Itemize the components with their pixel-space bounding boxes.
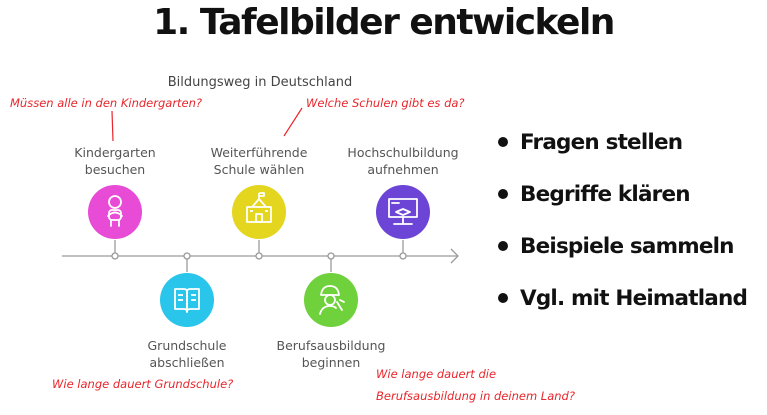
step-circle-berufsausbildung bbox=[304, 273, 358, 327]
page-title: 1. Tafelbilder entwickeln bbox=[153, 2, 615, 43]
timeline-node bbox=[183, 252, 191, 260]
bullet-dot bbox=[498, 137, 508, 147]
note-line: Berufsausbildung in deinem Land? bbox=[376, 389, 575, 403]
child-icon bbox=[107, 195, 123, 227]
step-label-grundschule: Grundschule abschließen bbox=[117, 337, 257, 371]
note-line: Wie lange dauert die bbox=[376, 367, 497, 381]
step-label-hochschulbildung: Hochschulbildung aufnehmen bbox=[333, 144, 473, 178]
step-label-berufsausbildung: Berufsausbildung beginnen bbox=[261, 337, 401, 371]
diagram-title: Bildungsweg in Deutschland bbox=[167, 75, 353, 90]
bullet-item: Fragen stellen bbox=[498, 116, 747, 168]
timeline-node bbox=[327, 252, 335, 260]
book-icon bbox=[174, 288, 200, 313]
step-label-line: beginnen bbox=[301, 355, 361, 370]
step-label-line: Hochschulbildung bbox=[347, 145, 459, 160]
step-label-line: Grundschule bbox=[147, 338, 227, 353]
bullet-text: Fragen stellen bbox=[520, 129, 683, 155]
timeline-arrow bbox=[450, 248, 459, 264]
note-berufsausbildung: Wie lange dauert die Berufsausbildung in… bbox=[376, 363, 575, 407]
step-label-weiterfuehrende-schule: Weiterführende Schule wählen bbox=[189, 144, 329, 178]
note-pointer bbox=[283, 107, 303, 137]
bullet-dot bbox=[498, 293, 508, 303]
note-schulen: Welche Schulen gibt es da? bbox=[306, 96, 465, 110]
step-label-line: Weiterführende bbox=[210, 145, 308, 160]
step-label-line: Berufsausbildung bbox=[276, 338, 386, 353]
step-label-kindergarten: Kindergarten besuchen bbox=[45, 144, 185, 178]
bullet-text: Begriffe klären bbox=[520, 181, 691, 207]
timeline-node bbox=[255, 252, 263, 260]
step-label-line: Schule wählen bbox=[213, 162, 305, 177]
bullet-list: Fragen stellen Begriffe klären Beispiele… bbox=[498, 116, 748, 324]
note-pointer bbox=[111, 110, 114, 142]
bullet-dot bbox=[498, 189, 508, 199]
timeline-node bbox=[111, 252, 119, 260]
bullet-text: Vgl. mit Heimatland bbox=[520, 285, 748, 311]
step-label-line: aufnehmen bbox=[367, 162, 439, 177]
step-circle-hochschulbildung bbox=[376, 185, 430, 239]
bullet-dot bbox=[498, 241, 508, 251]
school-building-icon bbox=[246, 192, 272, 223]
step-circle-weiterfuehrende-schule bbox=[232, 185, 286, 239]
bullet-item: Beispiele sammeln bbox=[498, 220, 747, 272]
note-kindergarten: Müssen alle in den Kindergarten? bbox=[10, 96, 203, 110]
worker-icon bbox=[319, 285, 345, 315]
bullet-item: Begriffe klären bbox=[498, 168, 747, 220]
bullet-text: Beispiele sammeln bbox=[520, 233, 734, 259]
step-label-line: besuchen bbox=[84, 162, 146, 177]
note-grundschule: Wie lange dauert Grundschule? bbox=[52, 377, 234, 391]
step-label-line: Kindergarten bbox=[74, 145, 156, 160]
bullet-item: Vgl. mit Heimatland bbox=[498, 272, 748, 324]
timeline-node bbox=[399, 252, 407, 260]
graduation-board-icon bbox=[388, 198, 418, 225]
step-label-line: abschließen bbox=[149, 355, 225, 370]
